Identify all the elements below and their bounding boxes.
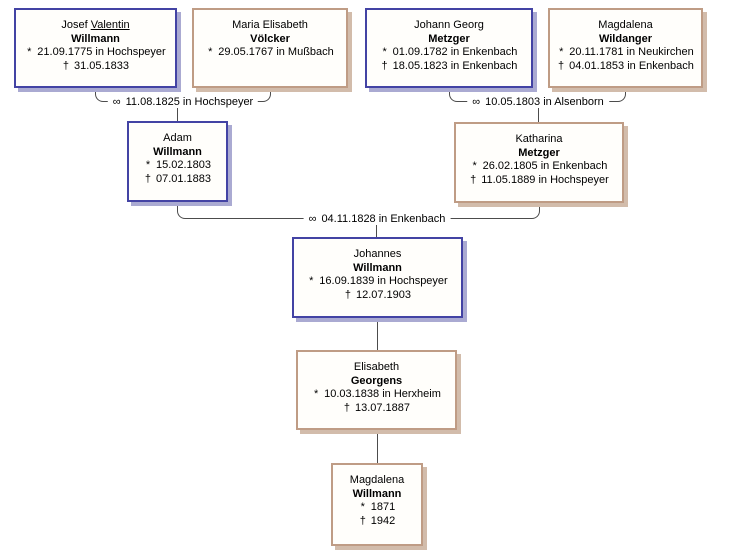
birth-symbol: * xyxy=(382,46,387,58)
person-box-maria-elisabeth-voelcker[interactable]: Maria Elisabeth Völcker *29.05.1767 in M… xyxy=(192,8,348,88)
birth-line: *01.09.1782 in Enkenbach xyxy=(382,46,518,58)
given-name: Adam xyxy=(163,132,192,144)
birth-line: *1871 xyxy=(360,501,396,513)
birth-line: *16.09.1839 in Hochspeyer xyxy=(309,275,448,287)
surname: Wildanger xyxy=(598,32,653,45)
death-line xyxy=(194,60,346,74)
descent-line xyxy=(538,101,539,122)
surname: Georgens xyxy=(350,374,403,387)
person-box-adam-willmann[interactable]: Adam Willmann *15.02.1803 †07.01.1883 xyxy=(127,121,228,202)
birth-symbol: * xyxy=(208,46,213,58)
surname: Willmann xyxy=(352,487,402,500)
surname: Metzger xyxy=(518,146,560,159)
surname: Willmann xyxy=(71,32,120,45)
death-symbol: † xyxy=(470,173,477,186)
birth-symbol: * xyxy=(27,46,32,58)
marriage-label: ∞ 04.11.1828 in Enkenbach xyxy=(303,213,451,225)
death-line: †13.07.1887 xyxy=(343,401,411,414)
person-box-johannes-willmann[interactable]: Johannes Willmann *16.09.1839 in Hochspe… xyxy=(292,237,463,318)
death-symbol: † xyxy=(343,401,351,414)
birth-line: *15.02.1803 xyxy=(145,159,212,171)
birth-line: *21.09.1775 in Hochspeyer xyxy=(27,46,166,58)
birth-line: *29.05.1767 in Mußbach xyxy=(208,46,334,58)
marriage-icon: ∞ xyxy=(308,213,317,225)
birth-symbol: * xyxy=(145,159,151,171)
marriage-date-place: 04.11.1828 in Enkenbach xyxy=(321,213,446,225)
marriage-label: ∞ 10.05.1803 in Alsenborn xyxy=(467,96,609,108)
marriage-icon: ∞ xyxy=(472,96,481,108)
death-symbol: † xyxy=(62,59,70,72)
given-name: Katharina xyxy=(515,133,563,145)
given-name: Elisabeth xyxy=(353,361,400,373)
given-name: Josef Valentin xyxy=(61,19,130,31)
descent-line xyxy=(177,101,178,121)
given-name: Maria Elisabeth xyxy=(232,19,308,31)
surname: Völcker xyxy=(250,32,290,45)
surname: Willmann xyxy=(353,261,402,274)
person-box-magdalena-wildanger[interactable]: Magdalena Wildanger *20.11.1781 in Neuki… xyxy=(548,8,703,88)
death-line: †04.01.1853 in Enkenbach xyxy=(558,59,694,72)
birth-symbol: * xyxy=(559,46,564,58)
person-box-elisabeth-georgens[interactable]: Elisabeth Georgens *10.03.1838 in Herxhe… xyxy=(296,350,457,430)
birth-symbol: * xyxy=(313,388,319,400)
person-box-magdalena-willmann[interactable]: Magdalena Willmann *1871 †1942 xyxy=(331,463,423,546)
given-name: Johannes xyxy=(353,248,402,260)
death-symbol: † xyxy=(558,59,565,72)
death-symbol: † xyxy=(344,288,352,301)
birth-symbol: * xyxy=(472,160,477,172)
birth-symbol: * xyxy=(309,275,314,287)
marriage-icon: ∞ xyxy=(112,96,121,108)
person-box-katharina-metzger[interactable]: Katharina Metzger *26.02.1805 in Enkenba… xyxy=(454,122,624,203)
death-line: †11.05.1889 in Hochspeyer xyxy=(470,173,609,186)
person-box-josef-valentin-willmann[interactable]: Josef Valentin Willmann *21.09.1775 in H… xyxy=(14,8,177,88)
given-name: Magdalena xyxy=(598,19,653,31)
death-symbol: † xyxy=(359,514,366,527)
given-name: Johann Georg xyxy=(414,19,484,31)
birth-line: *26.02.1805 in Enkenbach xyxy=(472,160,608,172)
death-line: †1942 xyxy=(359,514,396,527)
marriage-label: ∞ 11.08.1825 in Hochspeyer xyxy=(107,96,259,108)
death-line: †31.05.1833 xyxy=(62,59,130,72)
death-line: †12.07.1903 xyxy=(344,288,412,301)
marriage-date-place: 11.08.1825 in Hochspeyer xyxy=(125,96,254,108)
death-line: †18.05.1823 in Enkenbach xyxy=(381,59,518,72)
surname: Metzger xyxy=(428,32,470,45)
death-symbol: † xyxy=(381,59,388,72)
given-name: Magdalena xyxy=(349,474,405,486)
surname: Willmann xyxy=(153,145,202,158)
rufname: Valentin xyxy=(90,19,130,31)
birth-line: *10.03.1838 in Herxheim xyxy=(313,388,441,400)
death-line: †07.01.1883 xyxy=(144,172,212,185)
birth-line: *20.11.1781 in Neukirchen xyxy=(559,46,694,58)
descent-line xyxy=(377,430,378,463)
descent-line xyxy=(376,218,377,237)
descent-line xyxy=(377,318,378,350)
marriage-date-place: 10.05.1803 in Alsenborn xyxy=(485,96,604,108)
person-box-johann-georg-metzger[interactable]: Johann Georg Metzger *01.09.1782 in Enke… xyxy=(365,8,533,88)
death-symbol: † xyxy=(144,172,152,185)
birth-symbol: * xyxy=(360,501,365,513)
